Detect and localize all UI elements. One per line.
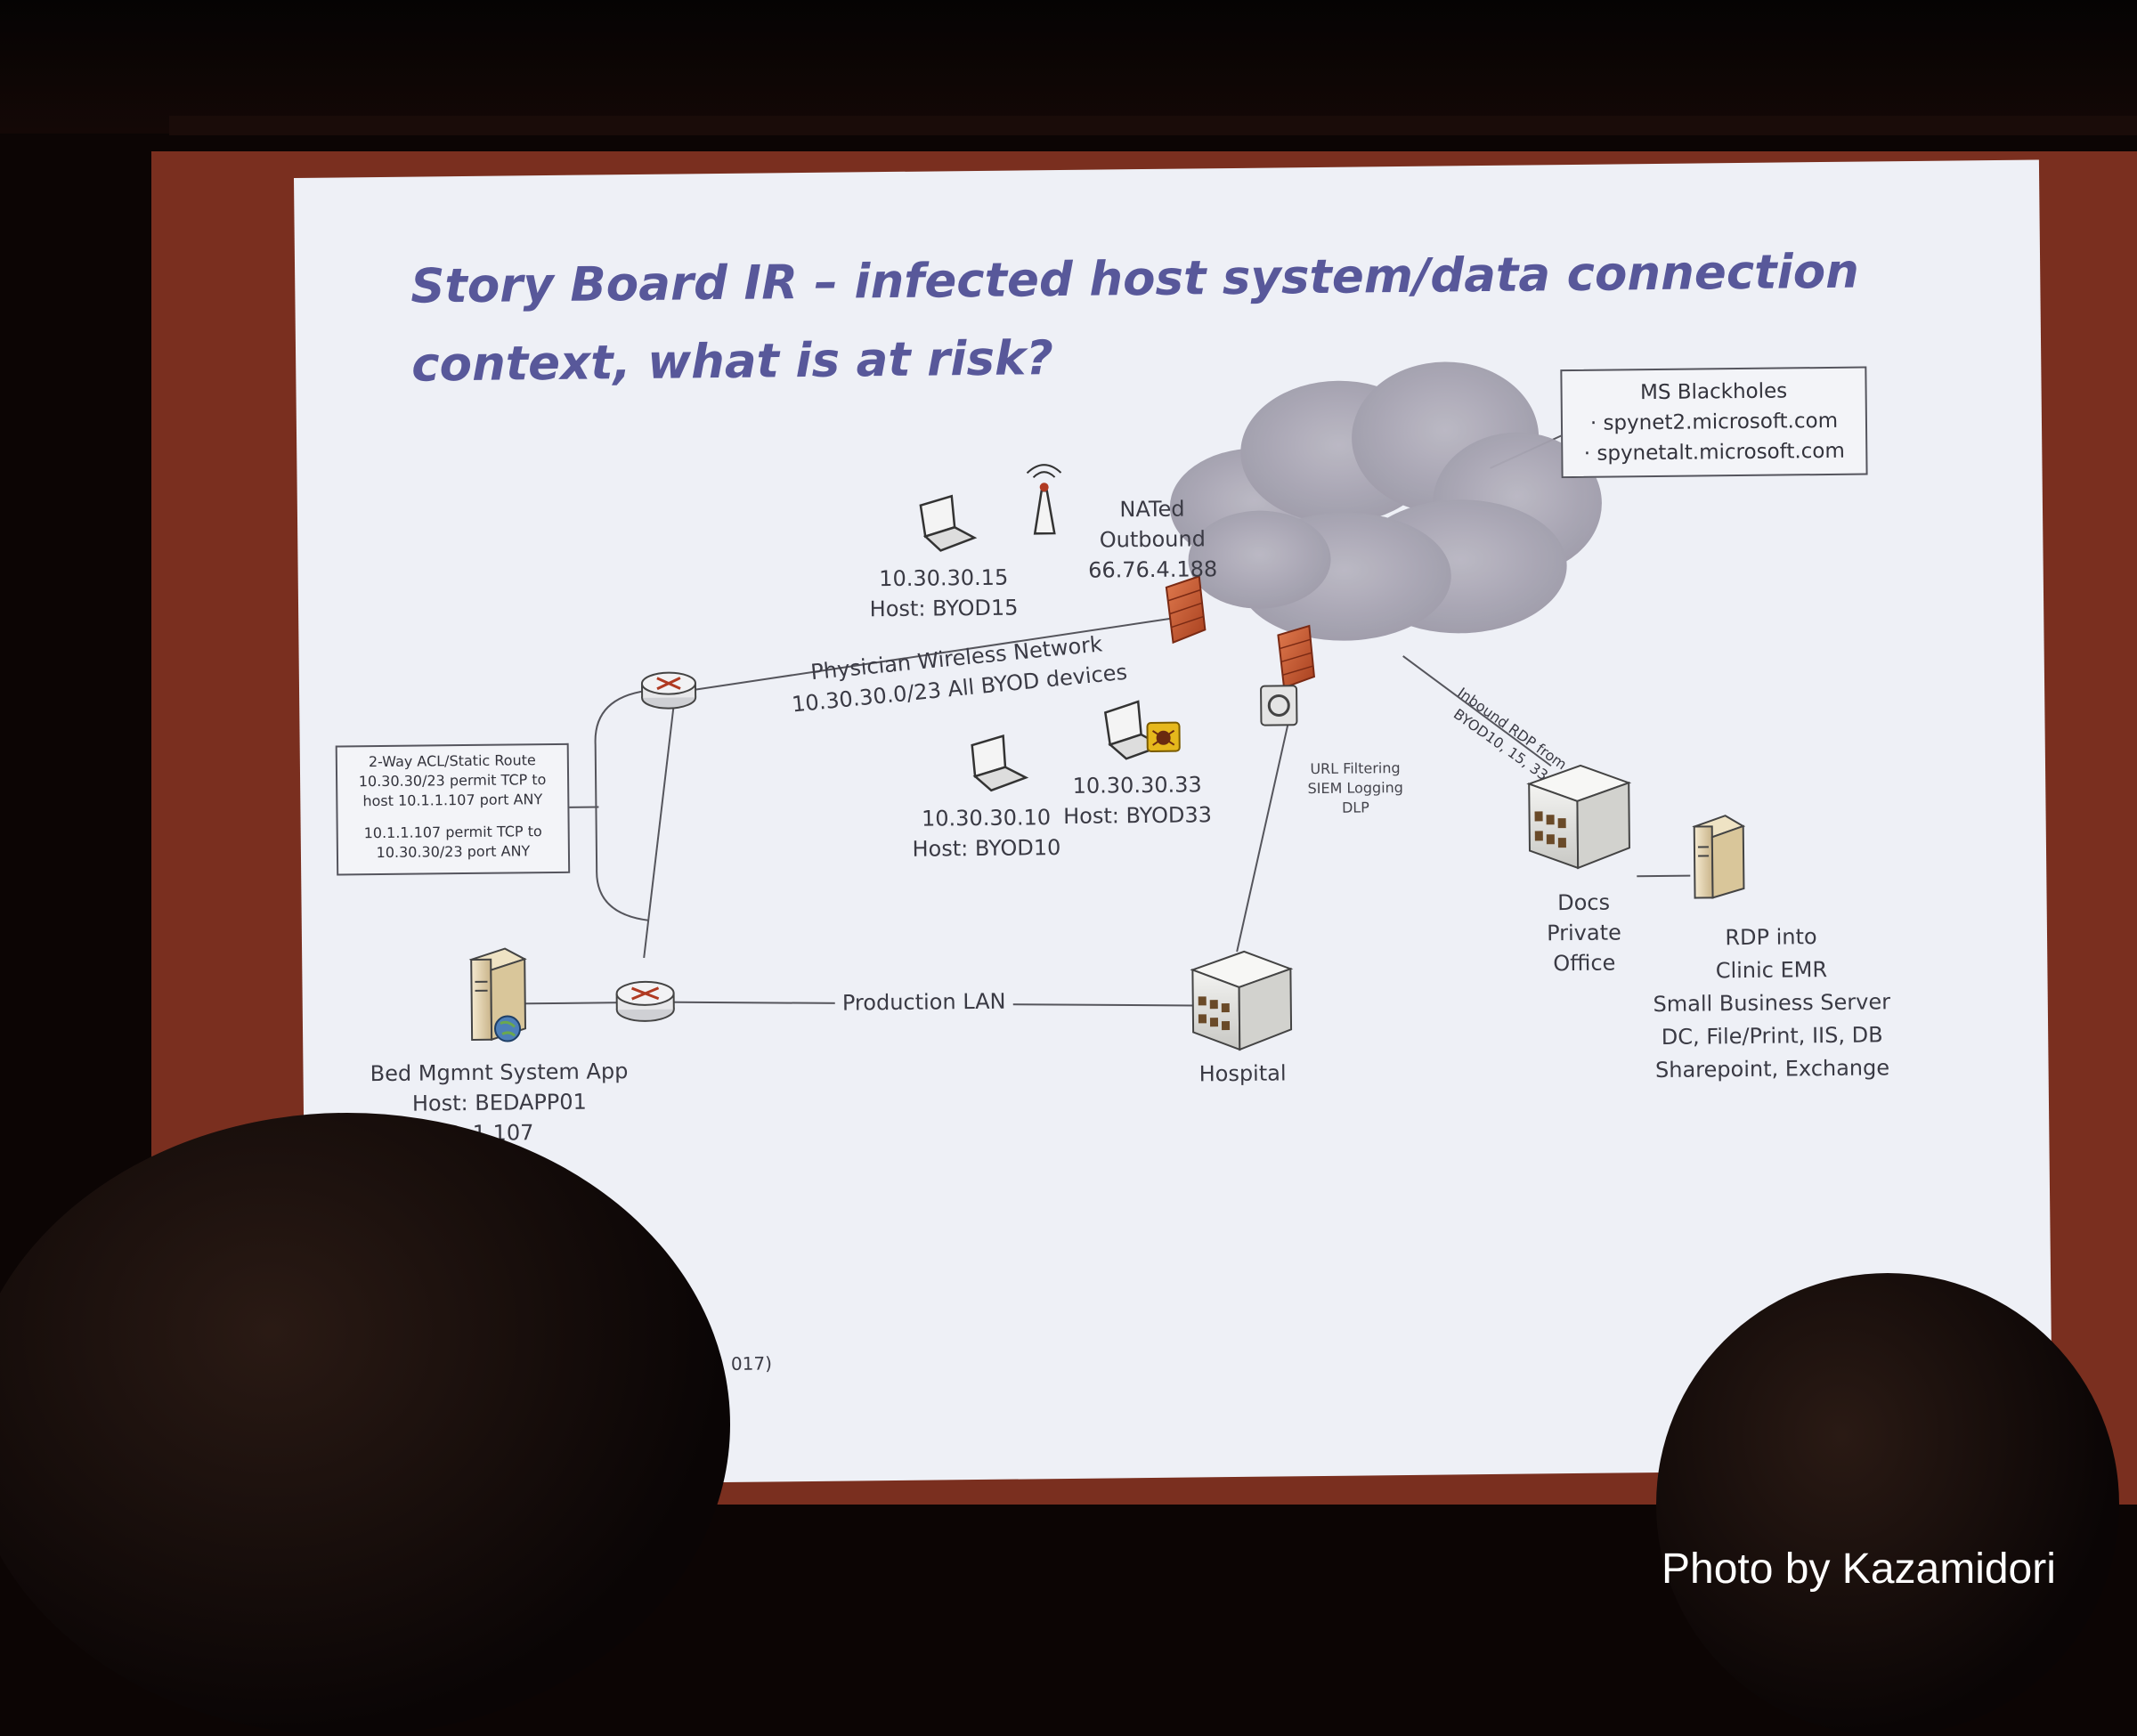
audience-head-right — [1656, 1273, 2119, 1736]
ms-blackholes-box: MS Blackholes · spynet2.microsoft.com · … — [1560, 367, 1867, 479]
link-hospital-to-filter — [1234, 724, 1290, 952]
acl-rule-line: host 10.1.1.107 port ANY — [337, 790, 567, 812]
rdp-server-icon — [1694, 815, 1744, 898]
host-name: Host: BYOD15 — [864, 592, 1024, 624]
acl-rule-title: 2-Way ACL/Static Route — [337, 750, 567, 773]
link-office-to-server — [1637, 876, 1690, 877]
office-label-line: Private — [1531, 917, 1637, 948]
office-label-line: Office — [1531, 947, 1637, 978]
hospital-label: Hospital — [1184, 1058, 1300, 1089]
footer-fragment: 017) — [725, 1348, 778, 1379]
rdp-label-line: Sharepoint, Exchange — [1629, 1051, 1914, 1087]
photo-credit: Photo by Kazamidori — [1662, 1543, 2056, 1596]
host-byod33-label: 10.30.30.33 Host: BYOD33 — [1057, 769, 1218, 831]
laptop-icon — [972, 735, 1027, 791]
wireless-access-point-icon — [1027, 465, 1061, 533]
acl-rule-line: 10.30.30/23 port ANY — [338, 841, 568, 864]
filter-appliance-icon — [1261, 685, 1296, 725]
bed-app-host: Host: BEDAPP01 — [357, 1086, 642, 1119]
server-icon — [471, 948, 525, 1042]
acl-bracket — [595, 691, 649, 921]
rdp-label-line: Small Business Server — [1629, 986, 1914, 1021]
host-ip: 10.30.30.33 — [1057, 769, 1217, 801]
nat-label-line: Outbound — [1081, 523, 1223, 556]
blackhole-entry: · spynet2.microsoft.com — [1563, 406, 1865, 440]
projector-screen-rail — [169, 116, 2137, 135]
malware-badge-icon — [1147, 723, 1179, 751]
host-byod15-label: 10.30.30.15 Host: BYOD15 — [864, 562, 1025, 624]
rdp-label-line: RDP into — [1629, 920, 1914, 955]
blackhole-entry: · spynetalt.microsoft.com — [1563, 436, 1865, 470]
audience-head-left — [0, 1113, 730, 1736]
firewall-icon — [1278, 626, 1314, 687]
host-ip: 10.30.30.15 — [864, 562, 1024, 594]
acl-rule-box: 2-Way ACL/Static Route 10.30.30/23 permi… — [336, 743, 571, 876]
acl-rule-line: 10.30.30/23 permit TCP to — [337, 770, 567, 792]
room-ceiling — [0, 0, 2137, 134]
host-name: Host: BYOD10 — [906, 832, 1067, 864]
office-label-line: Docs — [1530, 887, 1637, 918]
hospital-building-icon — [1192, 951, 1291, 1050]
filter-label-line: URL Filtering — [1302, 758, 1409, 779]
host-byod10-label: 10.30.30.10 Host: BYOD10 — [906, 802, 1067, 864]
router-icon — [616, 982, 673, 1022]
filter-label-line: SIEM Logging — [1302, 778, 1409, 799]
nat-label-line: NATed — [1081, 493, 1223, 525]
nat-outbound-label: NATed Outbound 66.76.4.188 — [1081, 493, 1224, 586]
ms-blackholes-title: MS Blackholes — [1562, 376, 1865, 410]
internet-cloud-icon — [1168, 361, 1603, 643]
laptop-icon — [921, 496, 975, 551]
link-server-to-router — [516, 1002, 623, 1003]
rdp-label-line: DC, File/Print, IIS, DB — [1629, 1018, 1914, 1054]
acl-rule-line: 10.1.1.107 permit TCP to — [338, 822, 568, 844]
nat-ip-address: 66.76.4.188 — [1081, 554, 1223, 586]
rdp-label-line: Clinic EMR — [1629, 953, 1914, 988]
url-filtering-label: URL Filtering SIEM Logging DLP — [1302, 758, 1410, 818]
host-ip: 10.30.30.10 — [906, 802, 1066, 834]
filter-label-line: DLP — [1302, 798, 1409, 818]
docs-office-label: Docs Private Office — [1530, 887, 1637, 978]
rdp-server-label: RDP into Clinic EMR Small Business Serve… — [1629, 920, 1915, 1087]
bed-app-name: Bed Mgmnt System App — [356, 1056, 641, 1089]
production-lan-label: Production LAN — [835, 986, 1013, 1018]
router-icon — [642, 672, 695, 709]
firewall-icon — [1166, 576, 1206, 642]
host-name: Host: BYOD33 — [1057, 799, 1217, 831]
